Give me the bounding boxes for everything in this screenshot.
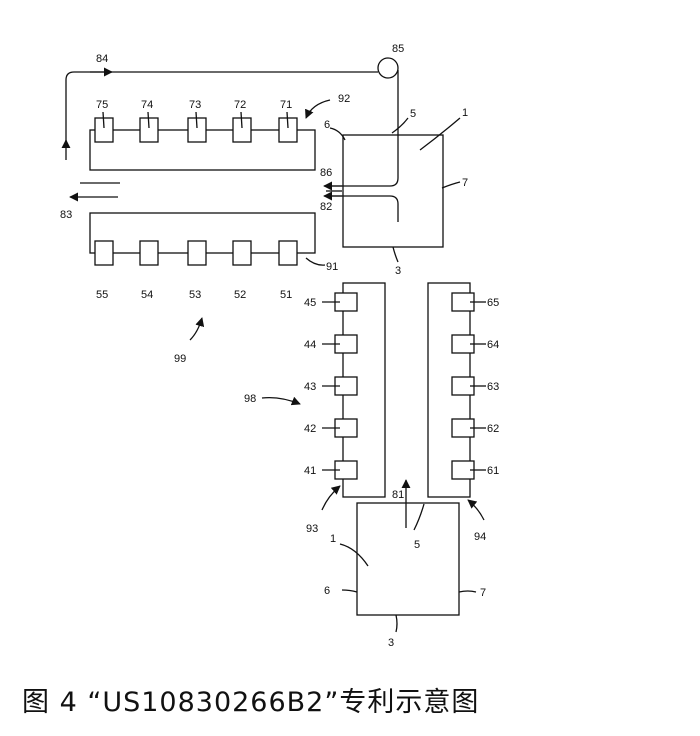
label-41: 41 xyxy=(304,465,316,477)
label-84: 84 xyxy=(96,53,108,65)
label-51: 51 xyxy=(280,289,292,301)
label-92: 92 xyxy=(338,93,350,105)
module-53 xyxy=(187,240,207,266)
return-line-86 xyxy=(326,70,399,187)
label-54: 54 xyxy=(141,289,153,301)
label-71: 71 xyxy=(280,99,292,111)
label-55: 55 xyxy=(96,289,108,301)
label-42: 42 xyxy=(304,423,316,435)
label-85: 85 xyxy=(392,43,404,55)
label-99: 99 xyxy=(174,353,186,365)
label-93: 93 xyxy=(306,523,318,535)
part-labels: 84 85 92 1 5 6 7 86 82 83 3 91 75 74 73 … xyxy=(60,43,499,649)
label-63: 63 xyxy=(487,381,499,393)
module-52 xyxy=(232,240,252,266)
pump-85 xyxy=(377,57,399,79)
label-1-upper: 1 xyxy=(462,107,468,119)
label-91: 91 xyxy=(326,261,338,273)
label-5-upper: 5 xyxy=(410,108,416,120)
label-73: 73 xyxy=(189,99,201,111)
label-82: 82 xyxy=(320,201,332,213)
label-6-upper: 6 xyxy=(324,119,330,131)
label-86: 86 xyxy=(320,167,332,179)
label-61: 61 xyxy=(487,465,499,477)
label-43: 43 xyxy=(304,381,316,393)
label-74: 74 xyxy=(141,99,153,111)
label-6-lower: 6 xyxy=(324,585,330,597)
loop-line-84 xyxy=(65,71,378,148)
patent-diagram: 84 85 92 1 5 6 7 86 82 83 3 91 75 74 73 … xyxy=(60,43,499,649)
label-5-lower: 5 xyxy=(414,539,420,551)
line-82 xyxy=(326,195,399,222)
box-1-lower xyxy=(356,502,460,616)
label-72: 72 xyxy=(234,99,246,111)
figure-caption: 图 4 “US10830266B2”专利示意图 xyxy=(22,687,480,718)
label-75: 75 xyxy=(96,99,108,111)
label-62: 62 xyxy=(487,423,499,435)
label-7-lower: 7 xyxy=(480,587,486,599)
module-54 xyxy=(139,240,159,266)
label-52: 52 xyxy=(234,289,246,301)
label-45: 45 xyxy=(304,297,316,309)
label-3-lower: 3 xyxy=(388,637,394,649)
box-1-upper xyxy=(342,134,444,248)
label-83: 83 xyxy=(60,209,72,221)
label-7-upper: 7 xyxy=(462,177,468,189)
module-51 xyxy=(278,240,298,266)
label-65: 65 xyxy=(487,297,499,309)
label-44: 44 xyxy=(304,339,316,351)
label-3-upper: 3 xyxy=(395,265,401,277)
label-94: 94 xyxy=(474,531,486,543)
label-1-lower: 1 xyxy=(330,533,336,545)
label-98: 98 xyxy=(244,393,256,405)
label-81: 81 xyxy=(392,489,404,501)
label-53: 53 xyxy=(189,289,201,301)
module-55 xyxy=(94,240,114,266)
label-64: 64 xyxy=(487,339,499,351)
